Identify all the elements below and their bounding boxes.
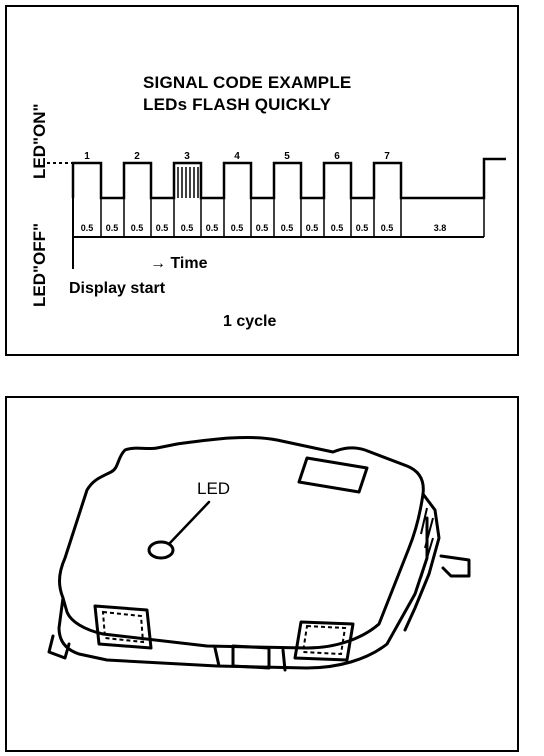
segment-label: 3.8 — [434, 223, 447, 233]
pulse-number-7: 7 — [384, 151, 390, 162]
signal-code-panel: SIGNAL CODE EXAMPLE LEDs FLASH QUICKLY L… — [5, 5, 519, 356]
pulse-number-1: 1 — [84, 151, 90, 162]
segment-label: 0.5 — [131, 223, 144, 233]
control-module-panel: LED — [5, 396, 519, 752]
socket-left-detail — [101, 610, 145, 644]
segment-label: 0.5 — [231, 223, 244, 233]
led-indicator-icon — [147, 540, 175, 560]
side-ribs — [420, 507, 434, 579]
time-axis-label: → Time — [150, 255, 208, 272]
pulse-number-5: 5 — [284, 151, 290, 162]
segment-label: 0.5 — [356, 223, 369, 233]
segment-label: 0.5 — [206, 223, 219, 233]
segment-label: 0.5 — [381, 223, 394, 233]
display-start-label: Display start — [69, 280, 166, 297]
control-module-illustration: LED — [47, 435, 471, 672]
plug-guides — [213, 646, 287, 672]
segment-label: 0.5 — [181, 223, 194, 233]
pulse-number-4: 4 — [234, 151, 240, 162]
signal-waveform: 1 2 3 4 5 6 7 0.5 0.5 0.5 0.5 0.5 0.5 0.… — [47, 151, 506, 269]
segment-dividers — [100, 198, 485, 237]
right-mount-tab — [439, 554, 471, 578]
center-plug — [231, 644, 271, 670]
waveform-line — [71, 157, 506, 200]
cycle-label: 1 cycle — [223, 313, 277, 330]
segment-label: 0.5 — [81, 223, 94, 233]
module-body-edge — [57, 516, 429, 670]
led-label: LED — [197, 479, 230, 498]
diagram-title-line1: SIGNAL CODE EXAMPLE — [143, 73, 352, 92]
segment-label: 0.5 — [306, 223, 319, 233]
module-right-side — [403, 492, 441, 632]
pulse-3-hatch — [177, 167, 199, 198]
segment-label: 0.5 — [256, 223, 269, 233]
pulse-number-3: 3 — [184, 151, 190, 162]
pulse-number-6: 6 — [334, 151, 340, 162]
socket-right-detail — [301, 624, 347, 656]
segment-label: 0.5 — [106, 223, 119, 233]
segment-label: 0.5 — [331, 223, 344, 233]
led-leader-line — [167, 500, 211, 546]
segment-label: 0.5 — [281, 223, 294, 233]
diagram-title-line2: LEDs FLASH QUICKLY — [143, 95, 332, 114]
segment-label: 0.5 — [156, 223, 169, 233]
connector-socket-left — [93, 604, 153, 650]
connector-socket-right — [293, 620, 355, 662]
pulse-number-2: 2 — [134, 151, 140, 162]
module-cover-outline — [58, 435, 425, 650]
left-mount-tab — [47, 634, 71, 660]
label-window — [297, 456, 369, 494]
